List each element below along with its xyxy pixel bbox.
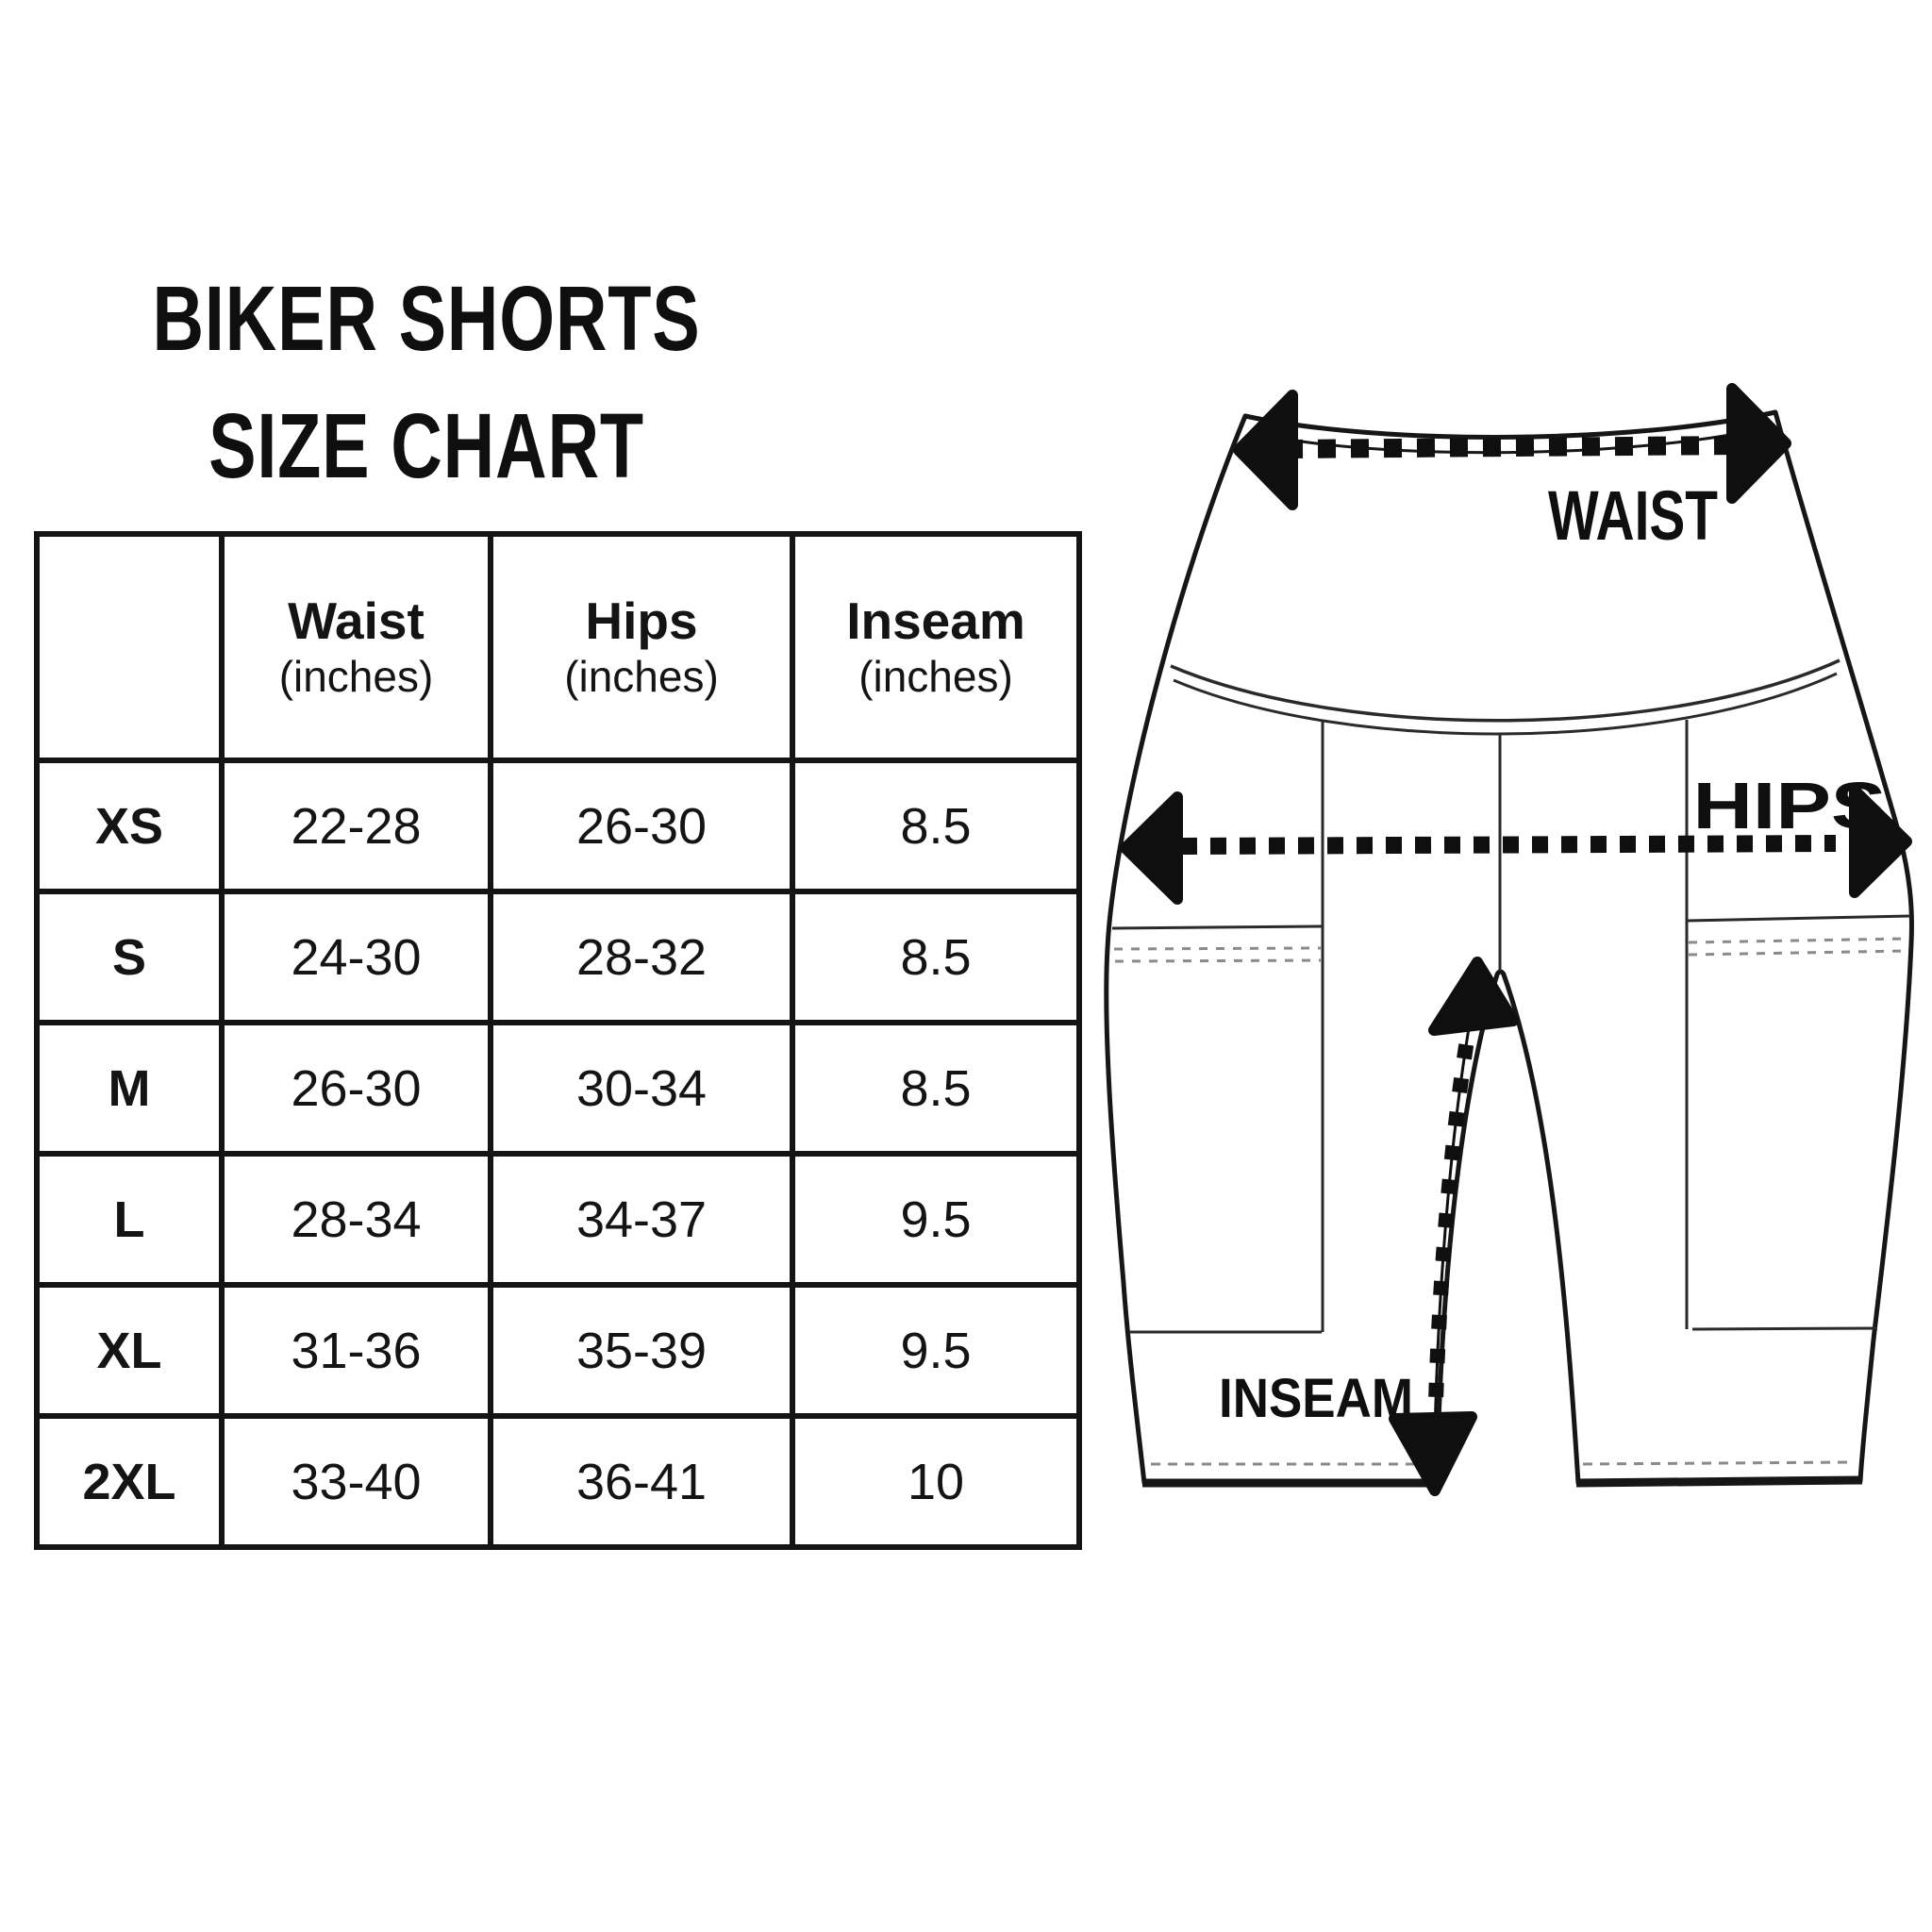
table-row: XL 31-36 35-39 9.5	[34, 1282, 1082, 1419]
waist-value: 26-30	[219, 1020, 493, 1157]
hips-measure-label: HIPS	[1693, 769, 1887, 842]
waistband-bottom-seam-outer	[1170, 658, 1840, 723]
hips-arrowhead-right	[1849, 785, 1912, 898]
inseam-value: 10	[790, 1413, 1082, 1550]
inseam-arrowhead-bottom	[1389, 1411, 1477, 1496]
header-label-waist: Waist	[288, 591, 425, 650]
hips-value: 35-39	[488, 1282, 795, 1419]
waist-arrowhead-left	[1233, 390, 1298, 510]
header-cell-inseam: Inseam (inches)	[790, 531, 1082, 763]
inseam-value: 9.5	[790, 1151, 1082, 1288]
header-unit-hips: (inches)	[564, 652, 719, 701]
page-title: BIKER SHORTS SIZE CHART	[121, 255, 733, 509]
header-cell-waist: Waist (inches)	[219, 531, 493, 763]
waist-value: 31-36	[219, 1282, 493, 1419]
hips-value: 30-34	[488, 1020, 795, 1157]
inseam-value: 8.5	[790, 758, 1082, 894]
waist-value: 22-28	[219, 758, 493, 894]
header-cell-hips: Hips (inches)	[488, 531, 795, 763]
size-label: XS	[34, 758, 225, 894]
hips-arrowhead-left	[1120, 791, 1183, 905]
table-row: M 26-30 30-34 8.5	[34, 1020, 1082, 1157]
hips-value: 26-30	[488, 758, 795, 894]
header-label-hips: Hips	[585, 591, 698, 650]
hips-value: 36-41	[488, 1413, 795, 1550]
table-row: XS 22-28 26-30 8.5	[34, 758, 1082, 894]
waistband-top-seam	[1250, 425, 1771, 455]
size-label: S	[34, 889, 225, 1025]
inseam-measure-label: INSEAM	[1219, 1368, 1413, 1429]
right-pocket-bottom-seam	[1691, 1326, 1878, 1331]
left-pocket-stitch-line	[1113, 946, 1322, 951]
waist-arrowhead-right	[1726, 383, 1791, 504]
waist-measure-arrow	[1233, 383, 1791, 510]
corner-cell	[34, 531, 225, 763]
right-hem-stitch-line	[1582, 1460, 1856, 1466]
header-unit-waist: (inches)	[278, 652, 434, 701]
inseam-value: 8.5	[790, 889, 1082, 1025]
right-leg-hem	[1575, 1475, 1863, 1488]
header-label-inseam: Inseam	[846, 591, 1025, 650]
table-row: 2XL 33-40 36-41 10	[34, 1413, 1082, 1550]
right-pocket-stitch-line	[1688, 937, 1908, 944]
hips-measure-arrow	[1120, 785, 1912, 905]
size-label: 2XL	[34, 1413, 225, 1550]
table-row: L 28-34 34-37 9.5	[34, 1151, 1082, 1288]
waist-value: 28-34	[219, 1151, 493, 1288]
page-title-line-2: SIZE CHART	[208, 394, 644, 497]
inseam-arrowhead-top	[1428, 957, 1519, 1036]
size-label: L	[34, 1151, 225, 1288]
hips-value: 28-32	[488, 889, 795, 1025]
page-title-line-1: BIKER SHORTS	[152, 267, 701, 370]
right-pocket-opening	[1686, 914, 1911, 923]
hips-value: 34-37	[488, 1151, 795, 1288]
waist-measure-label: WAIST	[1548, 476, 1718, 555]
right-pocket-stitch-line	[1688, 949, 1907, 957]
waist-value: 24-30	[219, 889, 493, 1025]
waist-value: 33-40	[219, 1413, 493, 1550]
waistband-bottom-seam-inner	[1173, 672, 1838, 736]
inseam-value: 9.5	[790, 1282, 1082, 1419]
size-label: XL	[34, 1282, 225, 1419]
inseam-measure-arrow	[1389, 957, 1519, 1496]
shorts-outline	[1104, 409, 1914, 1486]
inseam-value: 8.5	[790, 1020, 1082, 1157]
left-pocket-opening	[1111, 924, 1324, 930]
left-pocket-stitch-line	[1114, 958, 1322, 963]
table-header-row: Waist (inches) Hips (inches) Inseam (inc…	[34, 531, 1082, 763]
table-row: S 24-30 28-32 8.5	[34, 889, 1082, 1025]
header-unit-inseam: (inches)	[858, 652, 1013, 701]
size-chart-table: Waist (inches) Hips (inches) Inseam (inc…	[34, 531, 1082, 1550]
size-label: M	[34, 1020, 225, 1157]
